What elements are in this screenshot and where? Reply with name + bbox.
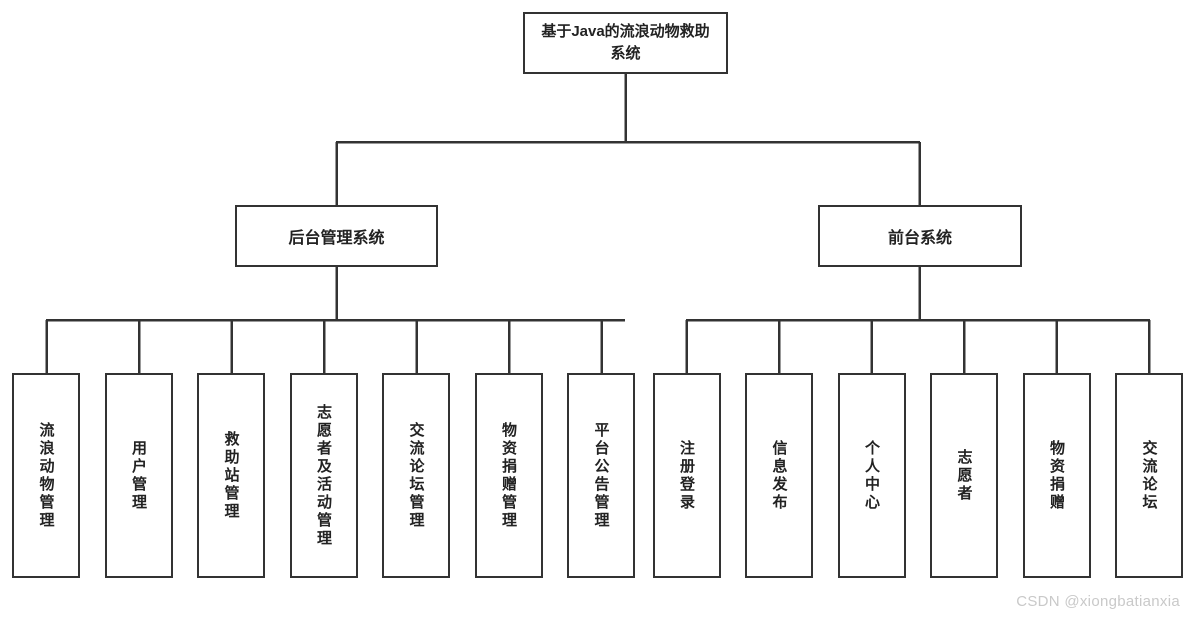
leaf-label: 个人中心 — [863, 439, 880, 512]
node-leaf-donation-management[interactable]: 物资捐赠管理 — [474, 373, 543, 578]
leaf-label: 交流论坛 — [1140, 439, 1158, 512]
leaf-label: 救助站管理 — [222, 430, 240, 521]
leaf-label: 用户管理 — [130, 439, 147, 512]
node-leaf-forum-management[interactable]: 交流论坛管理 — [382, 373, 450, 578]
leaf-label: 注册登录 — [678, 439, 695, 512]
leaf-label: 信息发布 — [770, 439, 788, 512]
node-leaf-personal-center[interactable]: 个人中心 — [837, 373, 906, 578]
node-leaf-material-donation[interactable]: 物资捐赠 — [1022, 373, 1091, 578]
node-leaf-volunteer[interactable]: 志愿者 — [930, 373, 998, 578]
node-leaf-rescue-station-management[interactable]: 救助站管理 — [197, 373, 265, 578]
leaf-label: 志愿者及活动管理 — [315, 403, 332, 548]
node-front-system-label: 前台系统 — [887, 230, 952, 247]
node-leaf-stray-animal-management[interactable]: 流浪动物管理 — [12, 373, 80, 578]
node-leaf-information-publish[interactable]: 信息发布 — [745, 373, 813, 578]
node-front-system[interactable]: 前台系统 — [818, 205, 1022, 267]
watermark: CSDN @xiongbatianxia — [1016, 593, 1180, 610]
node-root[interactable]: 基于Java的流浪动物救助系统 — [523, 12, 728, 74]
leaf-label: 物资捐赠 — [1048, 439, 1065, 512]
node-leaf-forum[interactable]: 交流论坛 — [1115, 373, 1183, 578]
leaf-label: 平台公告管理 — [592, 421, 610, 530]
node-admin-system-label: 后台管理系统 — [288, 230, 385, 247]
leaf-label: 流浪动物管理 — [37, 421, 55, 530]
node-leaf-announcement-management[interactable]: 平台公告管理 — [567, 373, 635, 578]
leaf-label: 交流论坛管理 — [407, 421, 425, 530]
node-leaf-user-management[interactable]: 用户管理 — [104, 373, 173, 578]
node-leaf-volunteer-activity-management[interactable]: 志愿者及活动管理 — [289, 373, 358, 578]
node-root-label: 基于Java的流浪动物救助系统 — [541, 23, 710, 62]
leaf-label: 物资捐赠管理 — [500, 421, 517, 530]
node-admin-system[interactable]: 后台管理系统 — [235, 205, 438, 267]
node-leaf-register-login[interactable]: 注册登录 — [652, 373, 721, 578]
leaf-label: 志愿者 — [955, 448, 973, 503]
